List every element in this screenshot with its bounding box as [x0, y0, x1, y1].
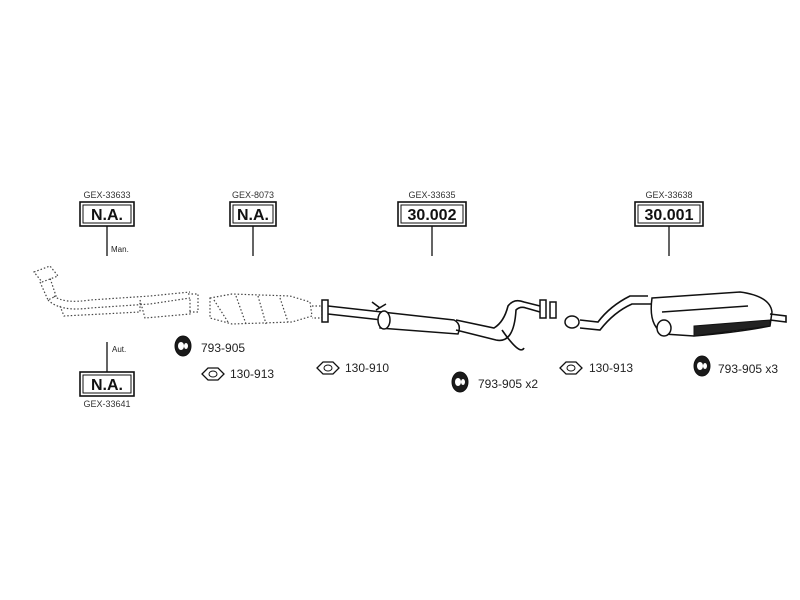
callout-gex-33633[interactable]: GEX-33633 N.A. Man.	[79, 190, 135, 256]
callout-gex-33635[interactable]: GEX-33635 30.002	[397, 190, 467, 256]
part-label: 130-913	[589, 361, 633, 375]
part-793-905-x3[interactable]: 793-905 x3	[693, 355, 778, 377]
price-label: 30.002	[408, 207, 457, 224]
part-label: 793-905 x2	[478, 377, 538, 391]
middle-silencer-drawing	[321, 299, 557, 351]
part-code: GEX-33638	[645, 190, 692, 200]
part-130-910[interactable]: 130-910	[316, 361, 389, 375]
rear-silencer-drawing	[564, 291, 787, 337]
callout-gex-33641[interactable]: Aut. N.A. GEX-33641	[79, 342, 135, 409]
part-793-905[interactable]: 793-905	[174, 335, 245, 357]
availability-label: N.A.	[91, 377, 123, 394]
availability-label: N.A.	[91, 207, 123, 224]
part-793-905-x2[interactable]: 793-905 x2	[451, 371, 538, 393]
gasket-icon	[559, 361, 583, 375]
transmission-note: Man.	[111, 245, 129, 254]
rubber-hanger-icon	[693, 355, 711, 377]
gasket-icon	[201, 367, 225, 381]
gasket-icon	[316, 361, 340, 375]
availability-box	[229, 201, 277, 227]
catalytic-converter-drawing	[209, 293, 323, 325]
part-label: 793-905	[201, 341, 245, 355]
part-code: GEX-33641	[83, 399, 130, 409]
part-code: GEX-33633	[83, 190, 130, 200]
price-label: 30.001	[645, 207, 694, 224]
part-code: GEX-8073	[232, 190, 274, 200]
front-pipe-drawing	[33, 265, 199, 319]
rubber-hanger-icon	[174, 335, 192, 357]
part-label: 130-910	[345, 361, 389, 375]
transmission-note: Aut.	[112, 345, 126, 354]
part-label: 130-913	[230, 367, 274, 381]
callout-gex-33638[interactable]: GEX-33638 30.001	[634, 190, 704, 256]
rubber-hanger-icon	[451, 371, 469, 393]
callout-gex-8073[interactable]: GEX-8073 N.A.	[229, 190, 277, 256]
availability-label: N.A.	[237, 207, 269, 224]
part-130-913-left[interactable]: 130-913	[201, 367, 274, 381]
part-130-913-right[interactable]: 130-913	[559, 361, 633, 375]
part-code: GEX-33635	[408, 190, 455, 200]
part-label: 793-905 x3	[718, 362, 778, 376]
availability-box	[79, 371, 135, 397]
